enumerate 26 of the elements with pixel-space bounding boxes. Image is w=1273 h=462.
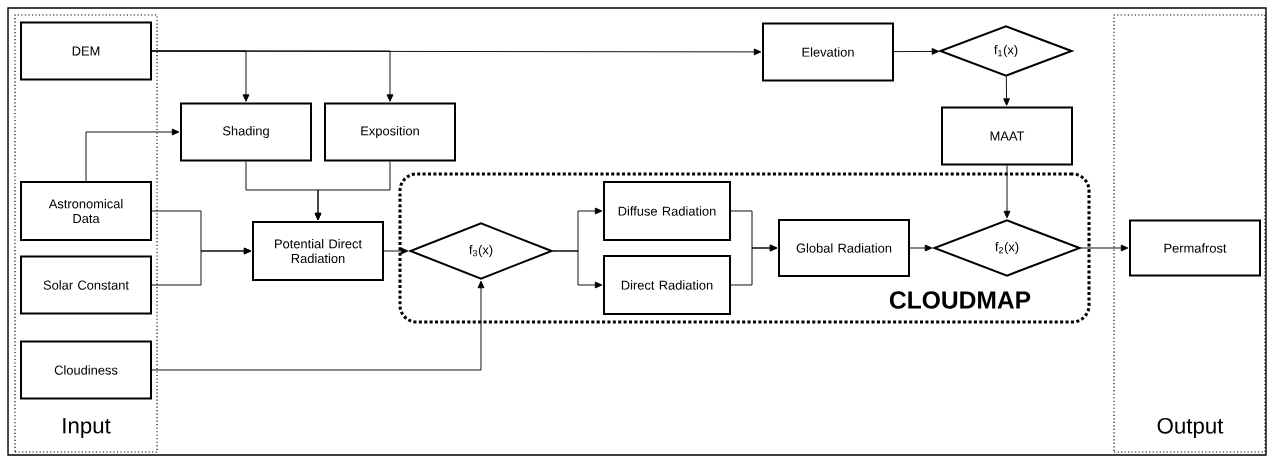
process-box: Global Radiation: [778, 219, 910, 277]
process-box: Shading: [180, 102, 312, 162]
process-box: Direct Radiation: [603, 255, 731, 315]
arrow: [730, 244, 778, 286]
arrow: [552, 250, 603, 289]
process-box: Astronomical Data: [20, 181, 152, 241]
arrow: [151, 280, 485, 371]
process-box: DEM: [20, 21, 152, 81]
arrow: [314, 161, 391, 221]
process-box: Elevation: [762, 22, 894, 82]
arrow: [85, 128, 180, 182]
arrow: [909, 244, 933, 252]
process-box: MAAT: [941, 106, 1073, 166]
arrow: [893, 48, 940, 55]
process-box: Solar Constant: [20, 255, 152, 315]
arrow: [1080, 244, 1129, 252]
arrow: [383, 247, 409, 255]
process-box: Permafrost: [1129, 219, 1261, 277]
process-box: Potential Direct Radiation: [252, 221, 384, 281]
process-box: Exposition: [324, 102, 456, 162]
arrow: [1003, 165, 1011, 219]
arrow: [151, 247, 252, 286]
arrow: [151, 48, 762, 56]
process-box: Cloudiness: [20, 340, 152, 400]
process-box: Diffuse Radiation: [603, 181, 731, 241]
arrow: [1003, 76, 1010, 106]
